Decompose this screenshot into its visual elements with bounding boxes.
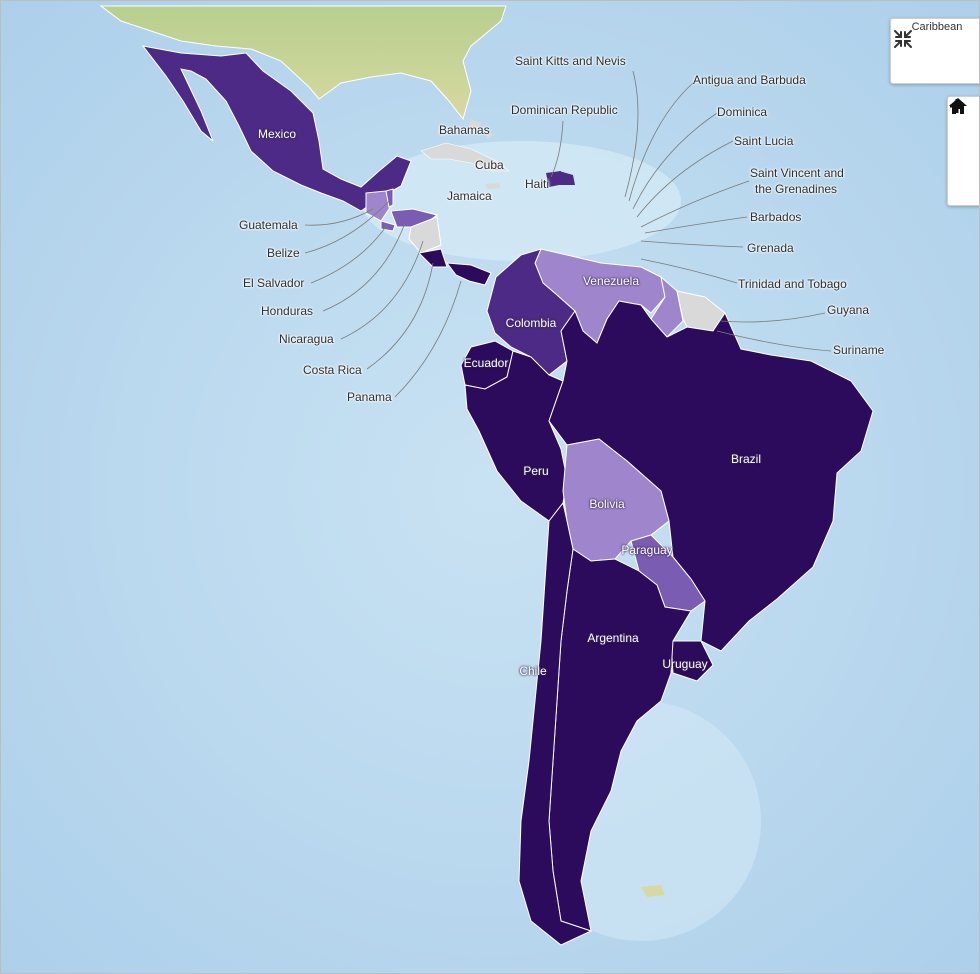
costa-rica-shape (417, 248, 448, 268)
label-saint-vincent-line1: Saint Vincent and (750, 166, 844, 180)
chile-shape (518, 501, 593, 946)
label-venezuela: Venezuela (582, 274, 640, 288)
home-button[interactable] (948, 98, 979, 169)
dominican-shape (559, 171, 575, 185)
label-antigua-and-barbuda: Antigua and Barbuda (693, 73, 806, 87)
bahamas-shape (467, 119, 493, 139)
haiti-shape (546, 171, 561, 187)
label-costa-rica: Costa Rica (303, 363, 362, 377)
label-el-salvador: El Salvador (243, 276, 305, 290)
usa-land (99, 5, 507, 121)
label-trinidad-and-tobago: Trinidad and Tobago (738, 277, 847, 291)
label-mexico: Mexico (257, 127, 297, 141)
label-panama: Panama (347, 390, 392, 404)
label-brazil: Brazil (730, 452, 762, 466)
label-saint-lucia: Saint Lucia (734, 134, 794, 148)
collapse-arrows-icon (894, 30, 912, 48)
label-belize: Belize (267, 246, 300, 260)
label-bahamas: Bahamas (439, 123, 490, 137)
label-suriname: Suriname (833, 343, 885, 357)
label-jamaica: Jamaica (447, 189, 492, 203)
label-honduras: Honduras (261, 304, 314, 318)
label-haiti: Haiti (525, 177, 550, 191)
label-bolivia: Bolivia (589, 497, 625, 511)
leader-lines (304, 70, 832, 398)
label-chile: Chile (519, 664, 547, 678)
jamaica-shape (485, 183, 501, 189)
label-saint-kitts-and-nevis: Saint Kitts and Nevis (515, 54, 626, 68)
label-argentina: Argentina (587, 631, 639, 645)
nicaragua-shape (408, 216, 442, 254)
label-dominica: Dominica (717, 105, 768, 119)
label-guatemala: Guatemala (239, 218, 298, 232)
label-saint-vincent-line2: the Grenadines (755, 182, 838, 196)
label-paraguay: Paraguay (621, 543, 673, 557)
panama-shape (445, 262, 492, 286)
label-dominican-republic: Dominican Republic (511, 103, 618, 117)
label-peru: Peru (523, 464, 549, 478)
label-cuba: Cuba (475, 158, 504, 172)
label-grenada: Grenada (747, 241, 794, 255)
label-barbados: Barbados (750, 210, 802, 224)
mexico-shape (141, 45, 412, 212)
cuba-shape (420, 142, 510, 172)
label-colombia: Colombia (505, 316, 557, 330)
zoom-out-button[interactable] (948, 104, 979, 205)
label-nicaragua: Nicaragua (279, 332, 334, 346)
falklands-shape (641, 885, 665, 897)
zoom-control (947, 96, 979, 206)
uruguay-shape (670, 640, 714, 682)
label-ecuador: Ecuador (463, 356, 509, 370)
minus-icon (950, 104, 964, 108)
peru-shape (464, 350, 568, 522)
shelf-caribbean (361, 141, 681, 261)
guatemala-shape (365, 190, 392, 222)
caribbean-label: Caribbean (911, 21, 963, 33)
label-guyana: Guyana (827, 303, 870, 317)
caribbean-zoom-button[interactable]: Caribbean (890, 18, 979, 84)
label-uruguay: Uruguay (662, 657, 708, 671)
